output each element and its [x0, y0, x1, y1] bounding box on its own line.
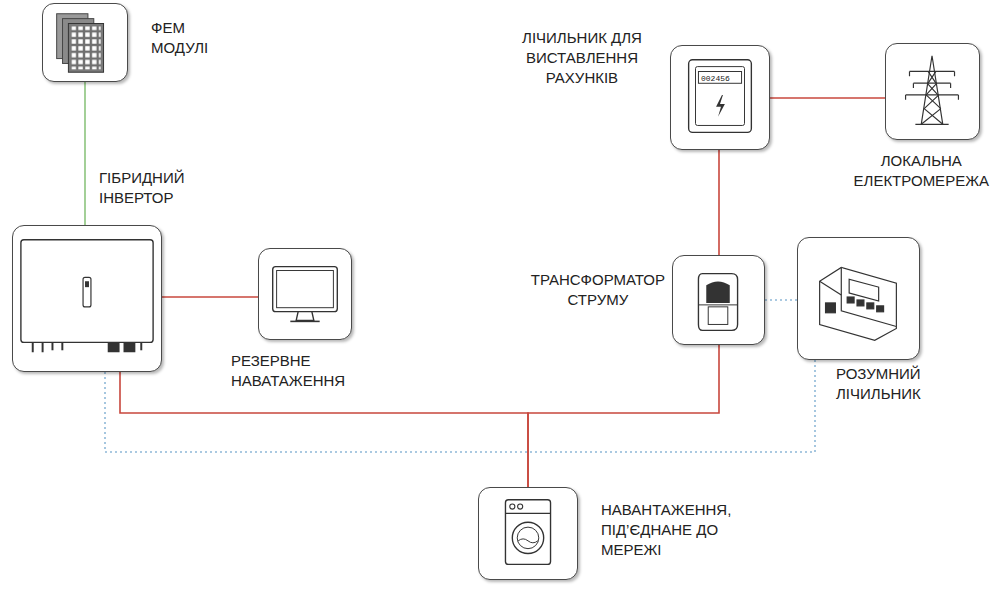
power-line	[162, 296, 258, 298]
data-link	[765, 299, 797, 301]
power-line	[718, 150, 720, 255]
power-line	[770, 97, 885, 99]
node-label: ЛОКАЛЬНА ЕЛЕКТРОМЕРЕЖА	[854, 151, 989, 191]
inverter-icon	[13, 226, 161, 371]
node-label: РОЗУМНИЙ ЛІЧИЛЬНИК	[836, 364, 921, 404]
data-link	[105, 360, 815, 452]
load-box: НАВАНТАЖЕННЯ, ПІД’ЄДНАНЕ ДО МЕРЕЖІ	[478, 487, 578, 580]
backup-load-box: РЕЗЕРВНЕ НАВАТАЖЕННЯ	[258, 248, 352, 340]
node-label: НАВАНТАЖЕННЯ, ПІД’ЄДНАНЕ ДО МЕРЕЖІ	[601, 500, 751, 560]
node-label: ТРАНСФОРМАТОР СТРУМУ	[531, 270, 665, 310]
billing-meter-box: ЛІЧИЛЬНИК ДЛЯ ВИСТАВЛЕННЯ РАХУНКІВ002456	[670, 45, 770, 150]
billing-meter-icon	[671, 46, 769, 149]
smart-meter-icon	[798, 238, 919, 359]
node-label: ЛІЧИЛЬНИК ДЛЯ ВИСТАВЛЕННЯ РАХУНКІВ	[507, 28, 657, 88]
power-line	[528, 345, 719, 487]
washing-machine-icon	[479, 488, 577, 579]
node-label: РЕЗЕРВНЕ НАВАТАЖЕННЯ	[231, 351, 345, 391]
inverter-box: ГІБРИДНИЙ ІНВЕРТОР	[12, 225, 162, 372]
monitor-icon	[259, 249, 351, 339]
smart-meter-box: РОЗУМНИЙ ЛІЧИЛЬНИК	[797, 237, 920, 360]
node-label: ГІБРИДНИЙ ІНВЕРТОР	[99, 168, 184, 208]
power-tower-icon	[886, 44, 979, 139]
grid-box: ЛОКАЛЬНА ЕЛЕКТРОМЕРЕЖА	[885, 43, 980, 140]
meter-reading: 002456	[701, 74, 730, 83]
current-transformer-box: ТРАНСФОРМАТОР СТРУМУ	[672, 255, 765, 345]
pv-modules-box: ФЕМ МОДУЛІ	[42, 3, 128, 82]
current-transformer-icon	[673, 256, 764, 344]
power-line	[84, 82, 86, 225]
power-line	[120, 372, 528, 487]
pv-modules-icon	[43, 4, 127, 81]
node-label: ФЕМ МОДУЛІ	[151, 18, 208, 58]
